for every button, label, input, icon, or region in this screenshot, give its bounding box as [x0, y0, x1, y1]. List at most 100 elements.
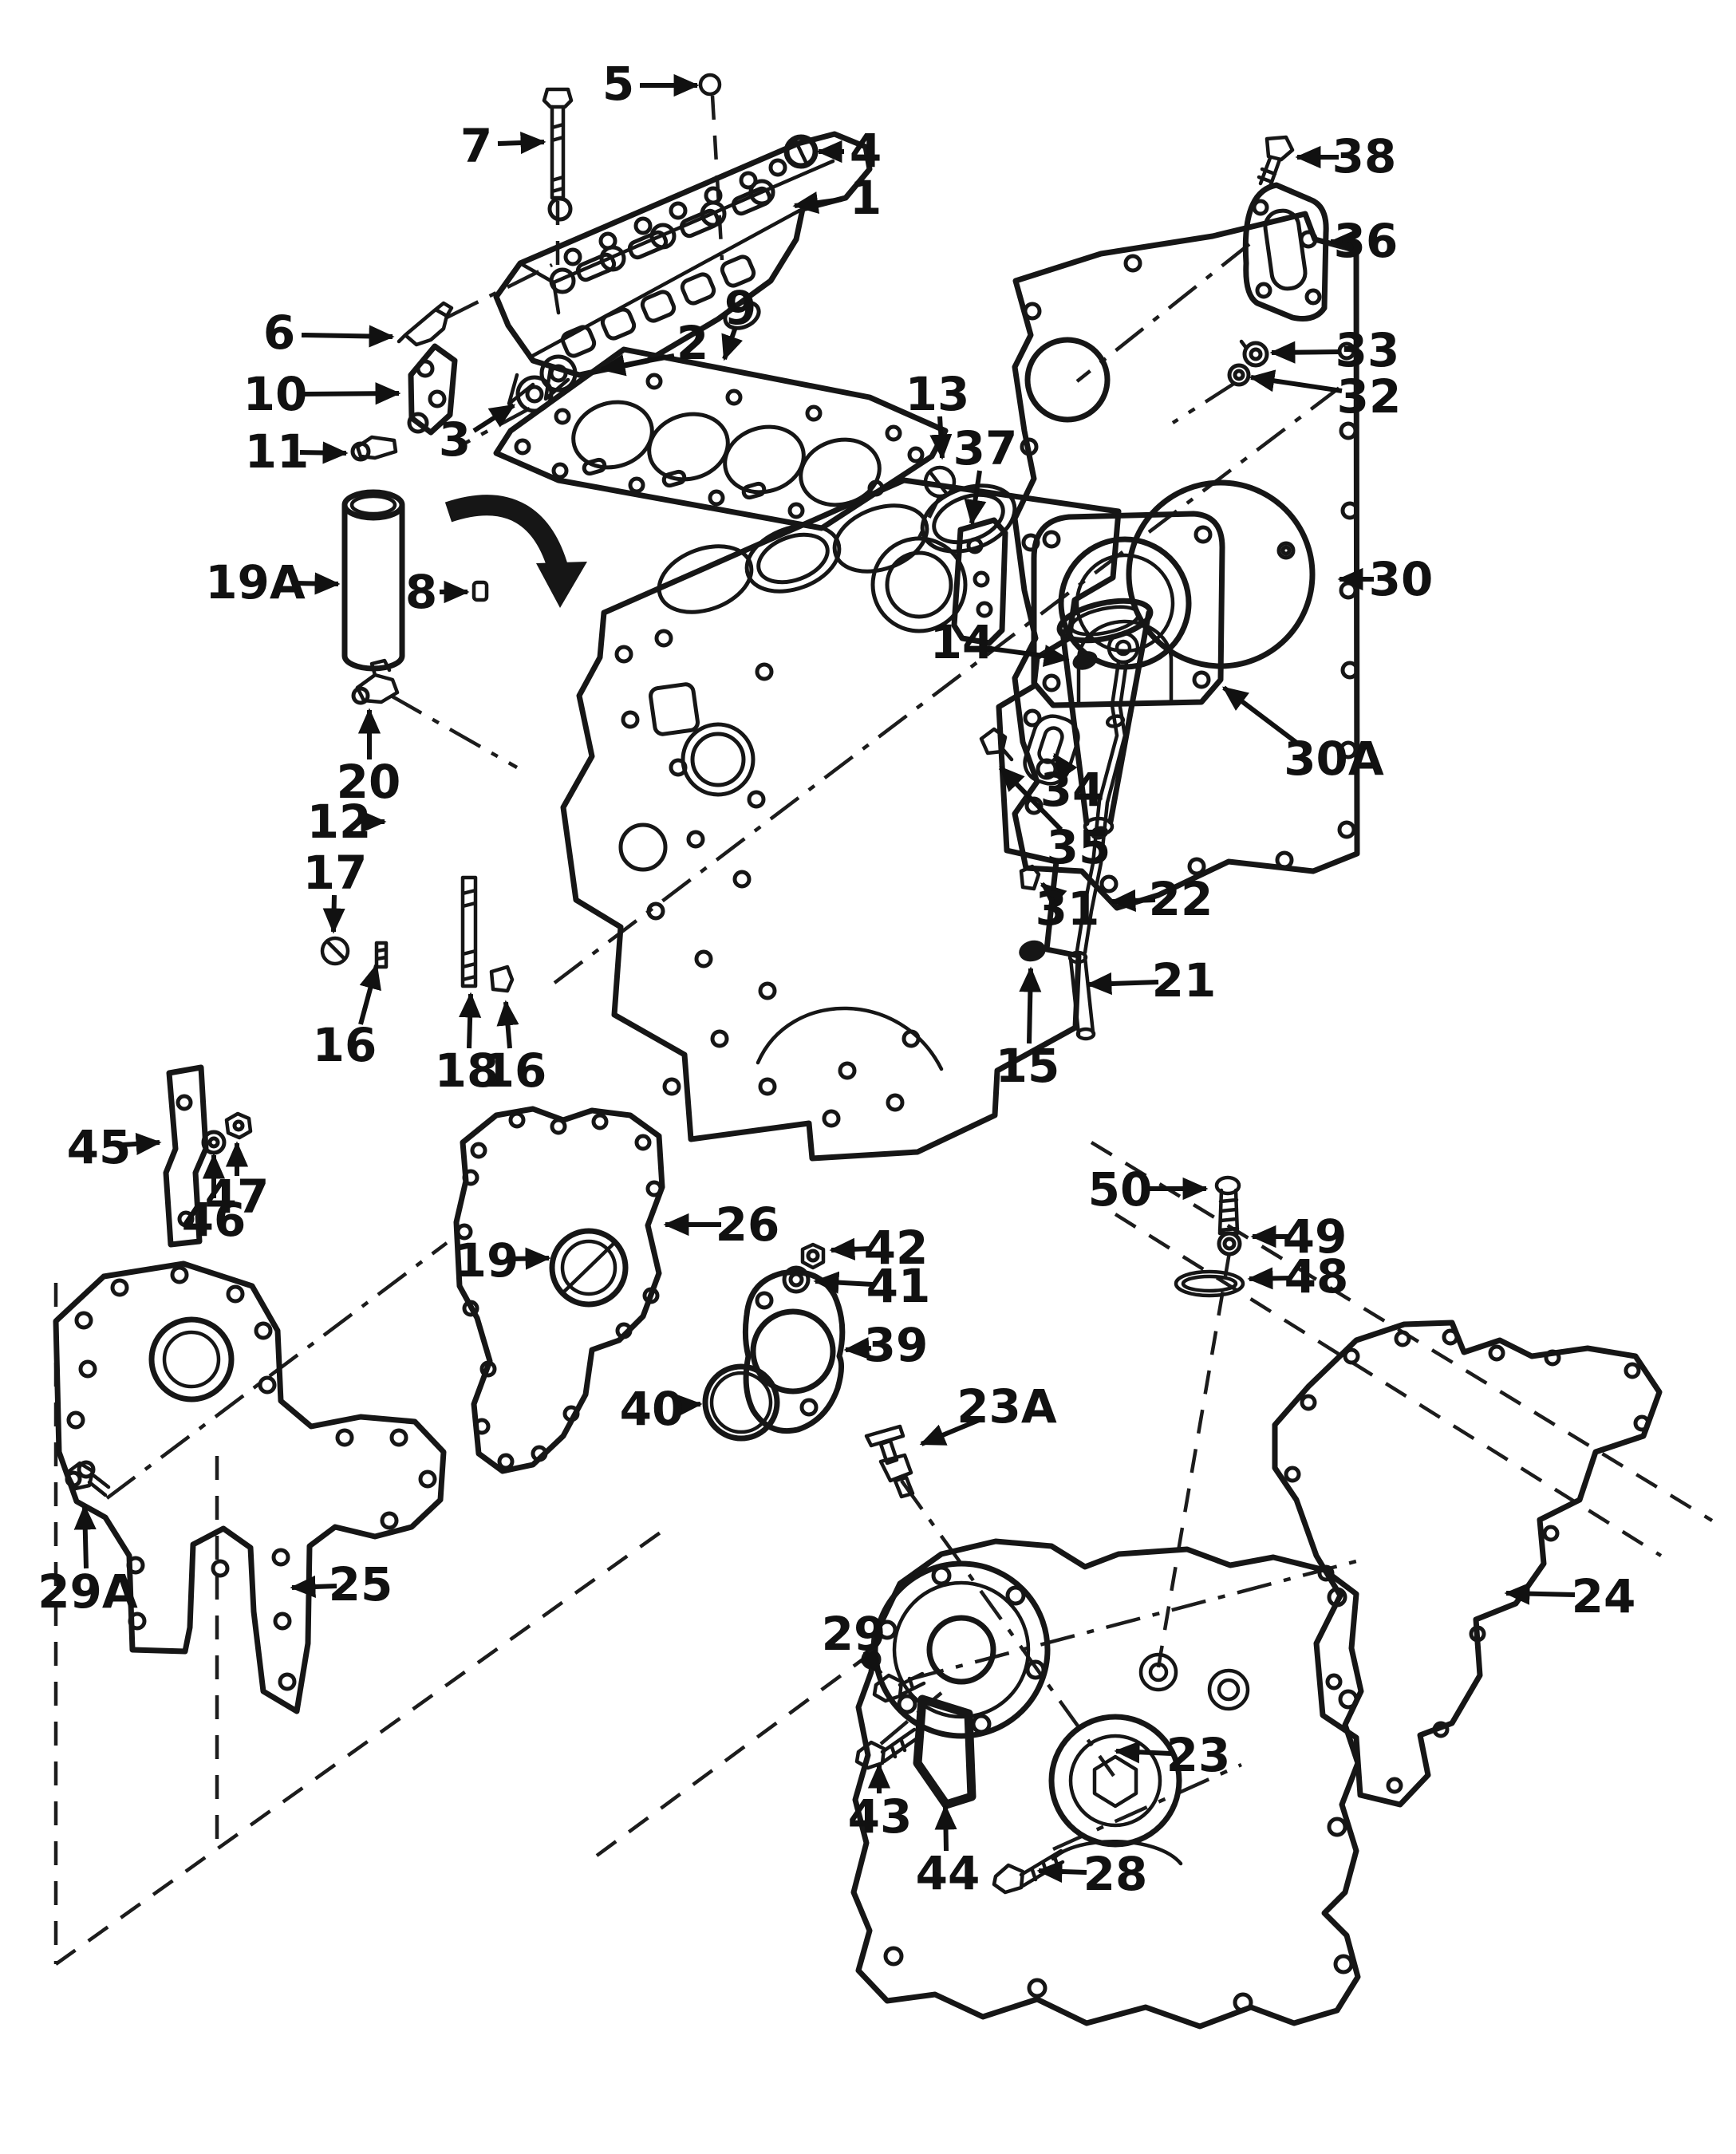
callout-label: 42 [864, 1221, 929, 1275]
callout-leader-line [496, 1000, 519, 1049]
part-washer-49 [1217, 1231, 1242, 1256]
callout-6: 6 [263, 306, 395, 360]
part-bolt-29a [65, 1461, 111, 1497]
callout-label: 48 [1284, 1249, 1349, 1304]
callout-31: 31 [1036, 882, 1100, 936]
callout-leader-line [1036, 1860, 1087, 1884]
callout-label: 23A [957, 1379, 1057, 1434]
part-stud-16-left [374, 941, 389, 969]
callout-36: 36 [1328, 214, 1399, 268]
callout-22: 22 [1110, 872, 1213, 926]
part-bracket-bolt [350, 435, 398, 462]
callout-leader-line [122, 1132, 162, 1155]
callout-leader-line [497, 131, 546, 155]
callout-label: 6 [263, 306, 295, 360]
callout-leader-line [1249, 369, 1343, 393]
part-cover-gasket-24 [1272, 1320, 1663, 1808]
callout-leader-line [1504, 1582, 1576, 1605]
callout-label: 33 [1336, 323, 1400, 377]
callout-leader-line [858, 1647, 883, 1676]
callout-leader-line [1247, 1267, 1292, 1290]
callout-label: 11 [245, 424, 310, 479]
part-nut-42 [800, 1242, 826, 1270]
part-washer-46 [201, 1130, 227, 1155]
part-front-engine-plate [53, 1260, 447, 1714]
callout-leader-line [472, 403, 516, 433]
callout-24: 24 [1504, 1569, 1635, 1623]
callout-23A: 23A [919, 1379, 1057, 1446]
callout-leader-line [792, 191, 842, 214]
callout-26: 26 [663, 1197, 779, 1252]
callout-label: 28 [1083, 1847, 1148, 1901]
callout-34: 34 [1040, 752, 1105, 817]
callout-label: 9 [724, 281, 756, 335]
callout-leader-line [358, 963, 381, 1025]
part-nut-47 [224, 1111, 253, 1140]
callout-label: 31 [1036, 882, 1100, 936]
part-bolt-29 [872, 1671, 926, 1703]
callout-leader-line [998, 765, 1063, 832]
part-plug-cap [783, 134, 819, 169]
callout-leader-line [1110, 889, 1156, 912]
callout-42: 42 [829, 1221, 929, 1275]
part-core-plug-8 [471, 580, 489, 602]
callout-5: 5 [602, 57, 700, 111]
callout-label: 36 [1334, 214, 1399, 268]
callout-label: 10 [243, 367, 308, 421]
callout-label: 3 [439, 412, 471, 467]
callout-label: 2 [677, 316, 708, 370]
callout-40: 40 [620, 1382, 703, 1436]
part-plug-16-right [489, 965, 515, 993]
callout-29A: 29A [37, 1504, 138, 1619]
callout-leader-line [510, 1247, 551, 1270]
callout-17: 17 [303, 846, 367, 934]
callout-leader-line [843, 1337, 872, 1360]
callout-leader-line [1040, 882, 1067, 908]
callout-41: 41 [813, 1259, 931, 1313]
part-plate-37 [951, 517, 1008, 646]
callout-15: 15 [996, 966, 1060, 1093]
part-timing-gear-cover [850, 1538, 1364, 2030]
callout-3: 3 [439, 403, 516, 467]
callout-20: 20 [337, 708, 400, 809]
callout-label: 15 [996, 1039, 1060, 1093]
callout-label: 25 [329, 1557, 393, 1612]
centerline-dashdot [879, 1691, 943, 1746]
callout-leader-line [1114, 1741, 1172, 1764]
callout-leader-line [829, 1237, 872, 1260]
callout-10: 10 [243, 367, 401, 421]
callout-label: 23 [1166, 1728, 1231, 1782]
callout-label: 32 [1337, 369, 1402, 424]
callout-12: 12 [307, 795, 387, 849]
part-cup-plug-17 [320, 936, 350, 966]
callout-label: 50 [1088, 1162, 1153, 1217]
callout-leader-line [813, 1271, 874, 1294]
callout-9: 9 [721, 281, 756, 361]
callout-label: 41 [866, 1259, 931, 1313]
callout-32: 32 [1249, 369, 1402, 424]
callout-44: 44 [916, 1804, 980, 1900]
callout-30: 30 [1337, 552, 1433, 606]
callout-leader-line [1086, 972, 1159, 996]
callout-2: 2 [599, 316, 708, 377]
callout-leader-line [919, 1416, 984, 1446]
callout-49: 49 [1250, 1209, 1347, 1264]
callout-21: 21 [1086, 953, 1217, 1008]
callout-label: 49 [1283, 1209, 1347, 1264]
callout-label: 19A [205, 555, 306, 610]
callout-label: 34 [1040, 763, 1105, 817]
part-lift-plate-36 [1242, 182, 1329, 322]
callout-19: 19 [455, 1233, 551, 1288]
callout-16: 16 [313, 963, 381, 1072]
callout-28: 28 [1036, 1847, 1148, 1901]
callout-label: 45 [67, 1120, 132, 1174]
part-injector [397, 301, 454, 347]
callout-label: 39 [864, 1318, 929, 1372]
callout-label: 21 [1152, 953, 1217, 1008]
part-washer-32 [1227, 363, 1251, 387]
part-cap-nut [698, 73, 722, 97]
part-rocker-bracket [407, 343, 458, 436]
part-seal-48 [1174, 1269, 1245, 1298]
